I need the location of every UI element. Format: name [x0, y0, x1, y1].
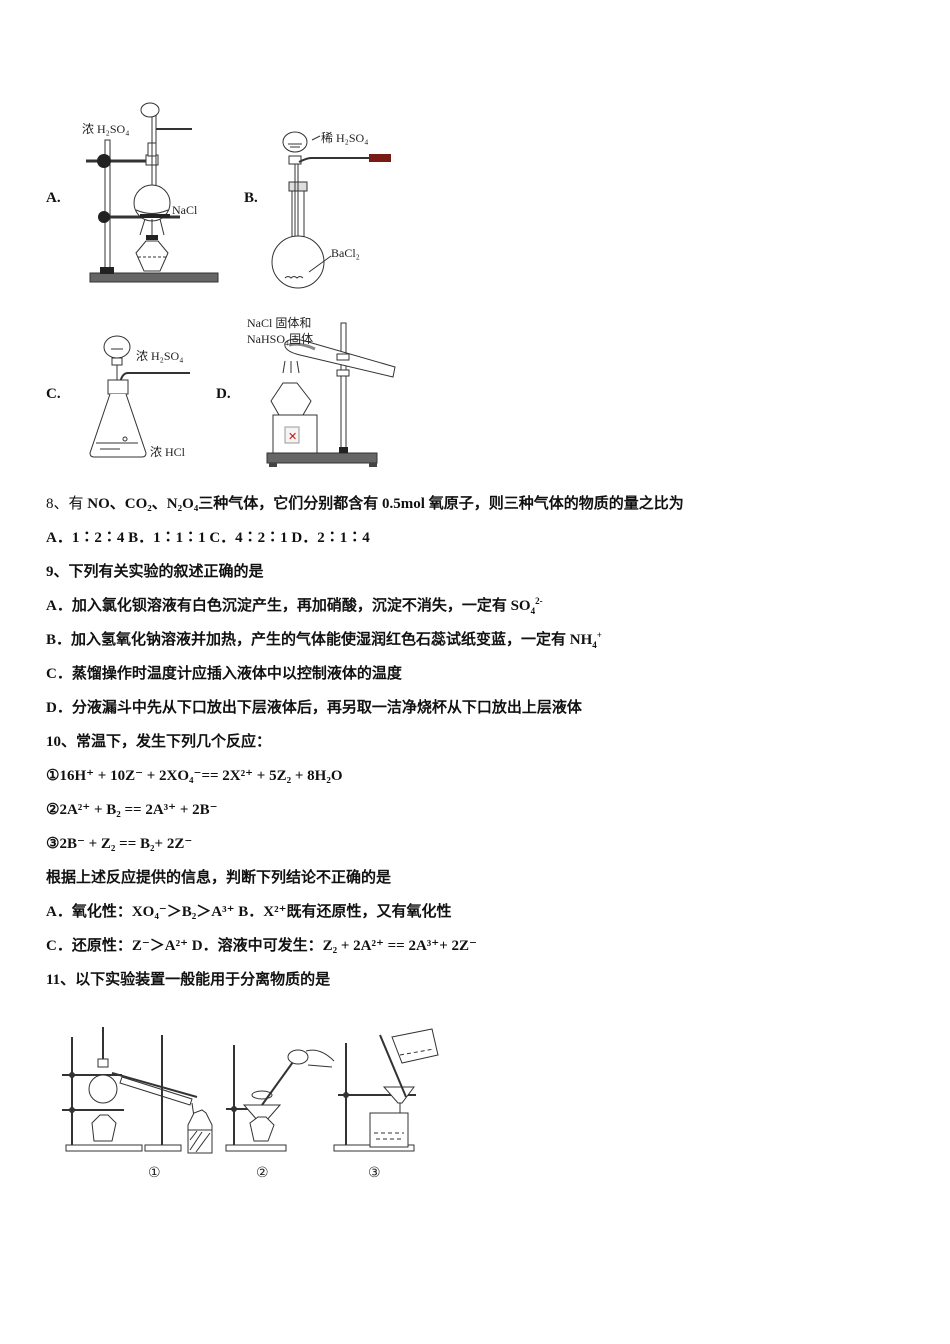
label-conc-hcl: 浓 HCl: [150, 445, 186, 459]
figure-label-2: ②: [256, 1165, 269, 1181]
apparatus-figure-a: 浓 H₂SO₄ NaCl: [80, 95, 230, 290]
label-nacl-solid: NaCl 固体和: [247, 316, 311, 330]
question-9-option-c: C．蒸馏操作时温度计应插入液体中以控制液体的温度: [46, 666, 402, 682]
question-8-stem: 8、有 NO、CO₂、N₂O₄三种气体，它们分别都含有 0.5mol 氧原子，则…: [46, 496, 684, 512]
question-10-stem: 10、常温下，发生下列几个反应：: [46, 734, 272, 750]
option-b-letter: B.: [244, 190, 258, 206]
question-9-option-d: D．分液漏斗中先从下口放出下层液体后，再另取一洁净烧杯从下口放出上层液体: [46, 700, 582, 716]
figure-label-3: ③: [368, 1165, 381, 1181]
question-10-question: 根据上述反应提供的信息，判断下列结论不正确的是: [46, 870, 392, 886]
reaction-1: ①16H⁺ + 10Z⁻ + 2XO₄⁻== 2X²⁺ + 5Z₂ + 8H₂O: [46, 768, 343, 784]
question-9-option-b: B．加入氢氧化钠溶液并加热，产生的气体能使湿润红色石蕊试纸变蓝，一定有 NH4+: [46, 630, 602, 650]
label-bacl2: BaCl₂: [331, 246, 360, 260]
label-conc-h2so4-c: 浓 H₂SO₄: [136, 349, 183, 363]
figure-label-1: ①: [148, 1165, 161, 1181]
question-9-stem: 9、下列有关实验的叙述正确的是: [46, 564, 264, 580]
reaction-2: ②2A²⁺ + B₂ == 2A³⁺ + 2B⁻: [46, 802, 218, 818]
question-10-options-row2: C．还原性：Z⁻＞A²⁺ D．溶液中可发生：Z₂ + 2A²⁺ == 2A³⁺+…: [46, 938, 477, 954]
label-nacl: NaCl: [172, 203, 198, 217]
question-8-options: A．1∶2∶4 B．1∶1∶1 C．4∶2∶1 D．2∶1∶4: [46, 530, 370, 546]
apparatus-figure-c: 浓 H₂SO₄ 浓 HCl: [80, 325, 210, 465]
option-a-letter: A.: [46, 190, 61, 206]
question-11-stem: 11、以下实验装置一般能用于分离物质的是: [46, 972, 331, 988]
label-dilute-h2so4: 稀 H₂SO₄: [321, 131, 368, 145]
question-10-options-row1: A．氧化性：XO₄⁻＞B₂＞A³⁺ B．X²⁺既有还原性，又有氧化性: [46, 904, 452, 920]
broken-image-icon: ✕: [288, 430, 297, 443]
option-c-letter: C.: [46, 386, 61, 402]
separation-apparatus-figure: ① ② ③: [62, 1025, 447, 1185]
reaction-3: ③2B⁻ + Z₂ == B₂+ 2Z⁻: [46, 836, 193, 852]
apparatus-figure-b: 稀 H₂SO₄ BaCl₂: [265, 120, 405, 290]
apparatus-figure-d: ✕ NaCl 固体和 NaHSO₄固体: [245, 315, 405, 470]
label-conc-h2so4: 浓 H₂SO₄: [82, 122, 129, 136]
question-9-option-a: A．加入氯化钡溶液有白色沉淀产生，再加硝酸，沉淀不消失，一定有 SO42-: [46, 596, 543, 616]
option-d-letter: D.: [216, 386, 231, 402]
label-nahso4-solid: NaHSO₄固体: [247, 332, 313, 346]
